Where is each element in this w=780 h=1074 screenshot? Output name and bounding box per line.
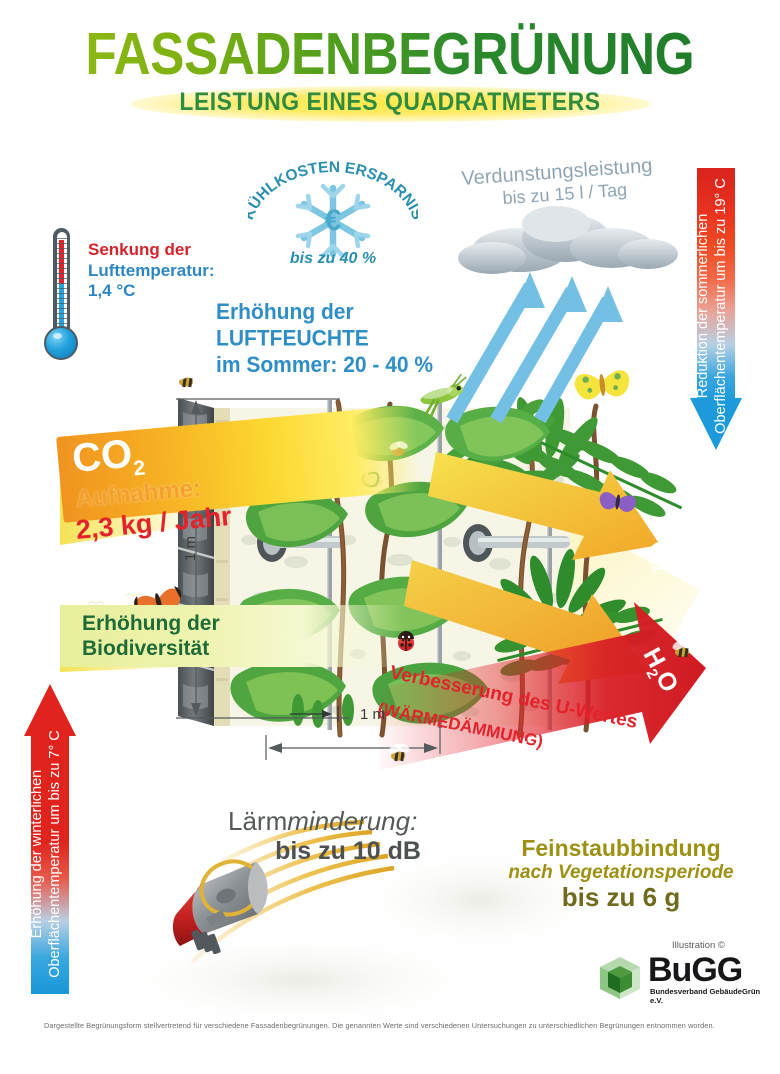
dimension-vertical-label: 1 m bbox=[182, 535, 200, 562]
noise-title: Lärmminderung: bbox=[228, 806, 418, 836]
bugg-cube-icon bbox=[600, 957, 640, 999]
summer-arrow-shaft bbox=[697, 168, 735, 400]
title-block: FASSADENBEGRÜNUNG bbox=[0, 21, 780, 87]
bugg-logo: BuGG Bundesverband GebäudeGrün e.V. bbox=[596, 951, 762, 1005]
humidity-line2: im Sommer: 20 - 40 % bbox=[216, 352, 434, 377]
humidity-label: Erhöhung der LUFTFEUCHTE im Sommer: 20 -… bbox=[216, 300, 486, 379]
bee-icon-2 bbox=[672, 639, 694, 658]
dimension-horizontal-label: 1 m bbox=[360, 706, 386, 723]
bee-icon-3 bbox=[388, 743, 410, 762]
winter-surface-line2: Oberflächentemperatur um bis zu 7° C bbox=[47, 730, 64, 978]
bugg-wordmark: BuGG bbox=[648, 951, 743, 989]
dust-line3: bis zu 6 g bbox=[561, 882, 681, 913]
biodiversity-line1: Erhöhung der bbox=[82, 612, 220, 635]
footer-note: Dargestellte Begrünungsform stellvertret… bbox=[44, 1021, 715, 1030]
summer-surface-label: Reduktion der sommerlichen Oberflächente… bbox=[694, 166, 734, 446]
humidity-line1: Erhöhung der LUFTFEUCHTE bbox=[216, 299, 369, 351]
megaphone-icon bbox=[172, 859, 268, 954]
svg-text:€: € bbox=[325, 204, 342, 237]
winter-surface-line1: Erhöhung der winterlichen bbox=[29, 769, 45, 939]
cooling-cost-block: KÜHLKOSTEN ERSPARNIS € bis zu 40 % bbox=[248, 158, 418, 276]
summer-surface-line2: Oberflächentemperatur um bis zu 19° C bbox=[713, 178, 730, 434]
summer-surface-line1: Reduktion der sommerlichen bbox=[695, 213, 711, 399]
winter-surface-label: Erhöhung der winterlichen Oberflächentem… bbox=[28, 714, 68, 994]
fine-dust-label: Feinstaubbindung nach Vegetationsperiode… bbox=[496, 835, 746, 913]
winter-arrow-shaft bbox=[31, 732, 69, 994]
page-subtitle: LEISTUNG EINES QUADRATMETERS bbox=[179, 86, 601, 116]
air-temp-line2: Lufttemperatur: bbox=[88, 260, 215, 280]
subtitle-highlight-band bbox=[130, 86, 650, 122]
noise-value: bis zu 10 dB bbox=[275, 837, 421, 865]
air-temp-value: 1,4 °C bbox=[88, 281, 136, 301]
dust-line1: Feinstaubbindung bbox=[521, 835, 721, 861]
butterfly-icon-yellow bbox=[574, 370, 630, 400]
winter-surface-arrow: Erhöhung der winterlichen Oberflächentem… bbox=[24, 684, 76, 994]
cooling-cost-value: bis zu 40 % bbox=[289, 250, 377, 267]
noise-reduction-label: Lärmminderung: bis zu 10 dB bbox=[228, 806, 478, 866]
u-value-arrow bbox=[372, 602, 706, 770]
butterfly-icon-purple bbox=[599, 492, 637, 512]
cloud-icon bbox=[458, 206, 678, 274]
bugg-tagline: Bundesverband GebäudeGrün e.V. bbox=[650, 987, 761, 1005]
biodiversity-band bbox=[60, 605, 405, 667]
thermometer-icon bbox=[44, 228, 78, 363]
dust-line2: nach Vegetationsperiode bbox=[508, 861, 734, 883]
page-title: FASSADENBEGRÜNUNG bbox=[85, 21, 695, 88]
biodiversity-line2: Biodiversität bbox=[82, 636, 210, 660]
summer-surface-arrow: Reduktion der sommerlichen Oberflächente… bbox=[690, 168, 742, 453]
illustration-credit: Illustration © bbox=[672, 940, 725, 951]
air-temperature-label: Senkung der Lufttemperatur: 1,4 °C bbox=[88, 240, 268, 302]
snowflake-euro-icon: € bbox=[295, 183, 371, 259]
air-temp-line1: Senkung der bbox=[88, 240, 191, 259]
o2-arrow bbox=[428, 452, 660, 560]
biodiversity-label: Erhöhung der Biodiversität bbox=[82, 612, 342, 662]
grasshopper-icon bbox=[420, 373, 467, 418]
bee-icon-1 bbox=[176, 369, 198, 388]
